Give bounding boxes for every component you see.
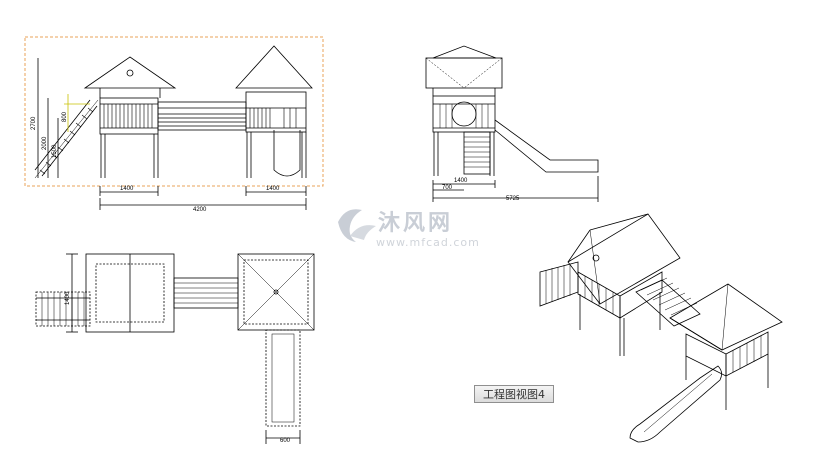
iso-left-roof [567, 213, 681, 305]
left-house-body [99, 97, 159, 135]
side-elevation-view[interactable] [425, 45, 599, 202]
iso-slide [629, 365, 722, 443]
side-ladder [463, 131, 491, 175]
plan-slide [265, 329, 301, 427]
slide-front [273, 130, 301, 177]
right-house-body [245, 91, 307, 133]
side-roof [425, 57, 503, 89]
dim-plan-slide-w: 600 [280, 438, 291, 444]
dim-front-total: 4200 [193, 207, 207, 213]
dim-front-bottom-right: 1400 [266, 186, 280, 192]
dim-front-height: 2700 [31, 116, 37, 130]
dim-front-inner-h1: 2000 [42, 136, 48, 150]
roof-window [126, 69, 134, 77]
plan-stairs [35, 291, 91, 327]
watermark-brand: 沐风网 [378, 211, 453, 236]
plan-right-roof [237, 253, 315, 331]
dim-side-a: 1400 [454, 178, 468, 184]
dim-side-total: 5725 [506, 196, 520, 202]
isometric-view[interactable] [539, 213, 783, 443]
iso-bridge [635, 279, 701, 327]
side-body [432, 95, 496, 133]
selection-frame [24, 36, 324, 187]
plan-view[interactable] [35, 253, 315, 444]
dim-side-b: 700 [442, 185, 453, 191]
iso-right-roof [669, 283, 783, 351]
right-roof [235, 45, 313, 89]
watermark-url: www.mfcad.com [376, 236, 480, 249]
dim-front-inner-h2: 1500 [52, 144, 58, 158]
left-roof [83, 56, 177, 89]
porthole [451, 101, 477, 127]
view-label-button[interactable]: 工程图视图4 [474, 385, 554, 403]
stair-rail [34, 99, 91, 171]
watermark-logo-icon [338, 209, 362, 242]
watermark: 沐风网 www.mfcad.com [338, 209, 480, 249]
dim-front-bottom-left: 1400 [120, 186, 134, 192]
front-elevation-view[interactable] [24, 36, 324, 210]
side-slide [494, 119, 599, 173]
dim-plan-left-h: 1400 [65, 291, 71, 305]
dim-front-yellow: 800 [62, 111, 68, 122]
